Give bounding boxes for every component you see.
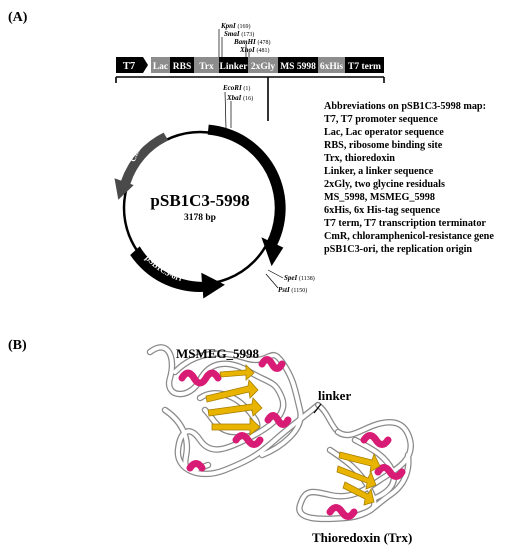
abbreviation-line: T7, T7 promoter sequence [324, 114, 438, 125]
cassette-segment-lac [151, 57, 170, 73]
label-linker: linker [318, 388, 351, 403]
feature-ori-arrow [130, 246, 225, 299]
plasmid-map: Thioredoxin-MSMEG_5998 CmR pSB1C3-ori pS… [114, 84, 325, 299]
site-psti: PstI (1150) [278, 286, 307, 294]
abbreviation-line: Abbreviations on pSB1C3-5998 map: [324, 101, 486, 112]
site-bamhi: BamHI (478) [233, 38, 271, 46]
cassette-label-t7-term: T7 term [348, 62, 381, 72]
cassette-label-2xgly: 2xGly [251, 62, 276, 72]
abbreviation-line: Lac, Lac operator sequence [324, 127, 444, 138]
feature-thioredoxin-arrow [207, 124, 286, 267]
abbreviation-line: pSB1C3-ori, the replication origin [324, 244, 472, 255]
msmeg-strands [205, 364, 263, 436]
linker-coil [316, 403, 340, 434]
abbreviation-line: T7 term, T7 transcription terminator [324, 218, 486, 229]
abbreviation-line: CmR, chloramphenicol-resistance gene [324, 231, 494, 242]
site-spei: SpeI (1138) [284, 274, 315, 282]
site-kpni: KpnI (169) [220, 22, 251, 30]
linker-pointer [313, 403, 322, 414]
site-smai: SmaI (173) [224, 30, 254, 38]
cassette-restriction-sites: KpnI (169) SmaI (173) BamHI (478) XhoI (… [218, 22, 271, 57]
cassette-segment-6xhis [318, 57, 345, 73]
cassette-segment-2xgly [248, 57, 278, 73]
abbreviation-line: Trx, thioredoxin [324, 153, 395, 164]
abbreviations-legend: Abbreviations on pSB1C3-5998 map: T7, T7… [324, 101, 494, 255]
cassette-segment-t7-term [345, 57, 384, 73]
cassette-label-t7: T7 [123, 61, 135, 72]
feature-cmr-arrow [114, 132, 169, 200]
abbreviation-line: MS_5998, MSMEG_5998 [324, 192, 435, 203]
trx-strands [336, 451, 381, 506]
msmeg-helices [178, 356, 292, 472]
cassette-label-6xhis: 6xHis [320, 62, 344, 72]
cassette-label-trx: Trx [199, 62, 214, 72]
cassette-segment-ms5998 [278, 57, 318, 73]
label-thioredoxin: Thioredoxin (Trx) [312, 530, 412, 545]
insert-bracket [115, 76, 385, 121]
trx-helices [326, 432, 406, 520]
plasmid-size: 3178 bp [184, 213, 216, 223]
site-xhoi: XhoI (481) [239, 46, 270, 54]
abbreviation-line: Linker, a linker sequence [324, 166, 434, 177]
expression-cassette: T7 Lac RBS Trx Linker 2xGly MS 5998 6xHi… [116, 57, 384, 73]
cassette-label-rbs: RBS [173, 62, 191, 72]
abbreviation-line: 6xHis, 6x His-tag sequence [324, 205, 441, 216]
label-msmeg5998: MSMEG_5998 [176, 346, 260, 361]
cassette-label-linker: Linker [220, 62, 249, 72]
panel-a-label: (A) [8, 10, 28, 25]
cassette-segment-rbs [170, 57, 194, 73]
cassette-segment-trx [194, 57, 219, 73]
cassette-segment-linker [219, 57, 248, 73]
plasmid-name: pSB1C3-5998 [150, 191, 249, 210]
site-xbai: XbaI (16) [226, 94, 253, 102]
abbreviation-line: RBS, ribosome binding site [324, 140, 443, 151]
cassette-label-ms5998: MS 5998 [280, 62, 316, 72]
abbreviation-line: 2xGly, two glycine residuals [324, 179, 445, 190]
site-ecori: EcoRI (1) [222, 84, 250, 92]
cassette-segment-t7 [116, 57, 148, 73]
protein-structure: MSMEG_5998 linker Thioredoxin (Trx) [146, 344, 414, 545]
panel-b-label: (B) [8, 338, 27, 353]
cassette-label-lac: Lac [153, 62, 168, 72]
